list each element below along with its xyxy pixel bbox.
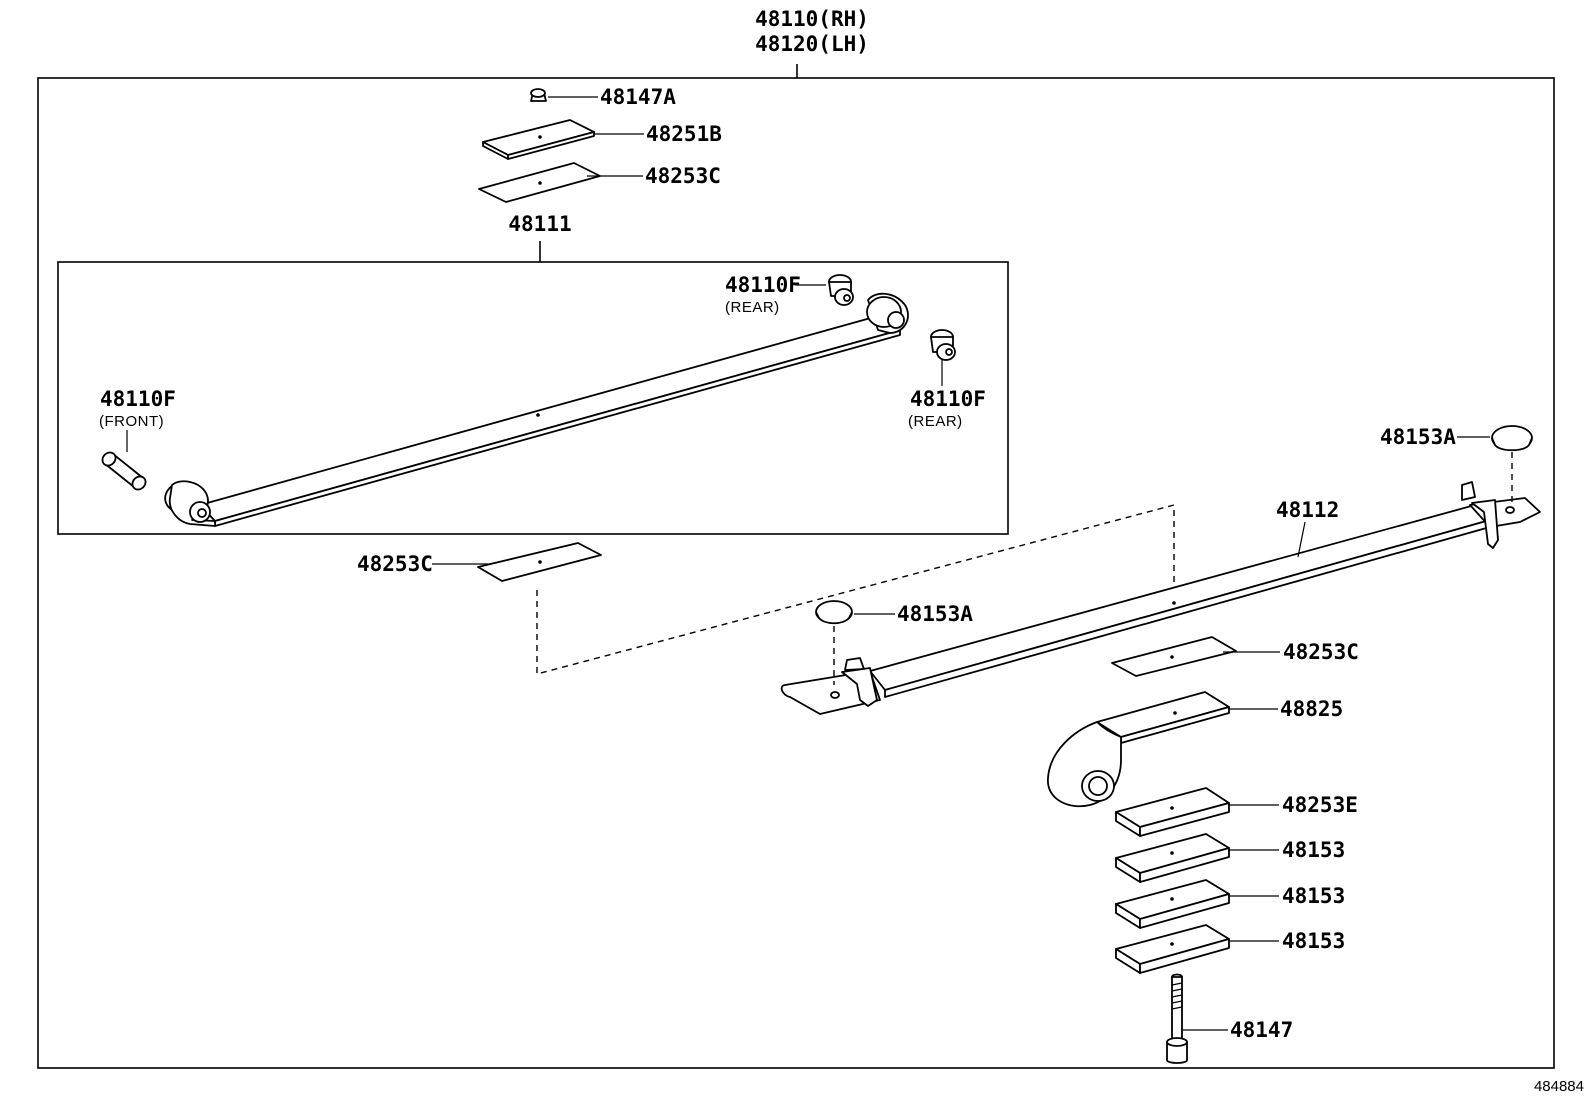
label-48253C-right: 48253C — [1283, 640, 1359, 664]
assembly-frame — [37, 77, 1555, 1069]
insert-48253C-left — [432, 542, 602, 582]
bushing-48110F-rear-upper — [795, 274, 854, 306]
label-48147: 48147 — [1230, 1018, 1293, 1042]
nut-48147A — [530, 88, 598, 102]
label-48153A-left: 48153A — [897, 602, 973, 626]
label-48110F-rear-lower: 48110F — [910, 387, 986, 411]
label-48253C-top: 48253C — [645, 164, 721, 188]
label-48825: 48825 — [1280, 697, 1343, 721]
label-48153-3: 48153 — [1282, 929, 1345, 953]
alignment-dashed-line — [536, 504, 1175, 675]
label-48253C-left: 48253C — [357, 552, 433, 576]
spacer-48153-2 — [1115, 879, 1279, 929]
label-48153-1: 48153 — [1282, 838, 1345, 862]
label-48110F-front: 48110F — [100, 387, 176, 411]
note-front: (FRONT) — [99, 413, 164, 430]
insert-48253E — [1115, 787, 1279, 837]
bolt-48147 — [1166, 973, 1228, 1064]
note-rear-lower: (REAR) — [908, 413, 963, 430]
insert-48253C-top — [478, 162, 643, 203]
plate-48251B — [482, 119, 644, 160]
label-48153-2: 48153 — [1282, 884, 1345, 908]
note-rear-upper: (REAR) — [725, 299, 780, 316]
leaf-48825 — [1047, 691, 1278, 808]
leaf-spring-48112 — [780, 481, 1541, 715]
assembly-label-rh: 48110(RH) — [755, 7, 869, 31]
spacer-48153-3 — [1115, 924, 1279, 974]
pad-48153A-right — [1457, 425, 1533, 505]
bushing-48110F-rear-lower — [930, 329, 956, 386]
diagram-reference-number: 484884 — [1534, 1078, 1584, 1095]
label-48153A-right: 48153A — [1380, 425, 1456, 449]
label-48110F-rear-upper: 48110F — [725, 273, 801, 297]
spacer-48153-1 — [1115, 833, 1279, 883]
label-48111: 48111 — [508, 212, 571, 236]
bushing-48110F-front — [101, 430, 147, 491]
label-48147A: 48147A — [600, 85, 676, 109]
assembly-label-lh: 48120(LH) — [755, 32, 869, 56]
pad-48153A-left — [815, 600, 895, 685]
label-48112: 48112 — [1276, 498, 1339, 522]
label-48251B: 48251B — [646, 122, 722, 146]
leaf-spring-48111 — [164, 292, 909, 527]
insert-48253C-right — [1111, 636, 1280, 677]
label-48253E: 48253E — [1282, 793, 1358, 817]
subassembly-frame-48111 — [57, 261, 1009, 535]
